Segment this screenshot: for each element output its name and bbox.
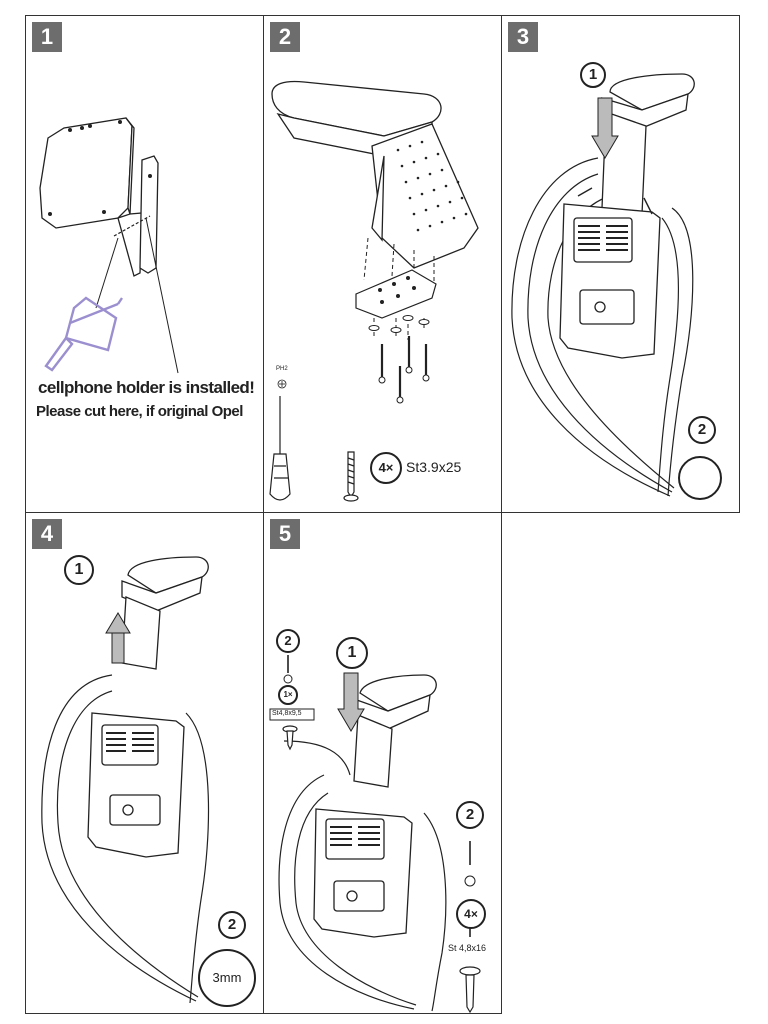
step-number-badge: 1 bbox=[32, 22, 62, 52]
bracket-strip bbox=[139, 155, 159, 274]
screw-large-icon bbox=[459, 966, 481, 1013]
vent-slats bbox=[578, 225, 628, 251]
stitch-dots bbox=[396, 140, 468, 232]
magnifier-detail-circle bbox=[678, 456, 722, 500]
down-arrow bbox=[337, 672, 365, 732]
callout-2: 2 bbox=[688, 416, 716, 444]
phillips-icon bbox=[277, 379, 287, 389]
console-fix-illustration bbox=[269, 655, 481, 1013]
screw-icon bbox=[343, 451, 359, 502]
step-number-badge: 5 bbox=[270, 519, 300, 549]
up-arrow bbox=[105, 612, 131, 664]
step-2-panel: 2 PH2 4× St3.9x25 bbox=[263, 15, 502, 513]
armrest-side bbox=[371, 123, 479, 269]
driver-size-label: PH2 bbox=[276, 366, 288, 372]
armrest bbox=[271, 80, 479, 269]
bracket-cut-illustration bbox=[39, 117, 179, 374]
step-5-panel: 5 1 2 1× St4,8x9,5 2 4× St 4,8x16 bbox=[263, 512, 502, 1014]
cut-note-line-2: Please cut here, if original Opel bbox=[36, 403, 243, 420]
step-number-badge: 4 bbox=[32, 519, 62, 549]
step-number-badge: 3 bbox=[508, 22, 538, 52]
leader-line-2 bbox=[95, 237, 119, 309]
screw-spec-label: St3.9x25 bbox=[406, 459, 462, 475]
console-outline-lines bbox=[511, 157, 694, 497]
armrest-assembly-illustration bbox=[269, 80, 479, 502]
screw-spec-small: St4,8x9,5 bbox=[272, 710, 302, 717]
quantity-badge-large: 4× bbox=[456, 899, 486, 929]
bracket-body bbox=[39, 117, 133, 229]
hacksaw-icon bbox=[44, 296, 123, 372]
cut-line bbox=[113, 215, 151, 237]
cut-note-line-1: cellphone holder is installed! bbox=[38, 378, 255, 397]
screw-spec-large: St 4,8x16 bbox=[448, 943, 487, 953]
quantity-badge: 4× bbox=[370, 452, 402, 484]
quantity-badge-small: 1× bbox=[278, 685, 298, 705]
leader-line-1 bbox=[145, 217, 179, 374]
callout-1: 1 bbox=[64, 555, 94, 585]
depth-detail-circle: 3mm bbox=[198, 949, 256, 1007]
step-4-panel: 4 1 2 3mm bbox=[25, 512, 264, 1014]
screw-small-icon bbox=[282, 725, 298, 751]
step-1-panel: 1 cellphone holder is installed! Please … bbox=[25, 15, 264, 513]
console-remove-illustration bbox=[41, 556, 210, 1004]
down-arrow bbox=[591, 97, 619, 159]
console-insert-illustration bbox=[511, 73, 695, 497]
callout-2-small: 2 bbox=[276, 629, 300, 653]
callout-1: 1 bbox=[580, 62, 606, 88]
armrest-on-console bbox=[601, 73, 695, 215]
rear-vent-console bbox=[559, 203, 661, 359]
step-number-badge: 2 bbox=[270, 22, 300, 52]
screws-installed bbox=[380, 336, 428, 398]
callout-2-large: 2 bbox=[456, 801, 484, 829]
callout-2: 2 bbox=[218, 911, 246, 939]
step-3-panel: 3 1 2 bbox=[501, 15, 740, 513]
screwdriver-icon bbox=[269, 396, 291, 501]
mounting-plate bbox=[355, 269, 437, 319]
callout-1: 1 bbox=[336, 637, 368, 669]
